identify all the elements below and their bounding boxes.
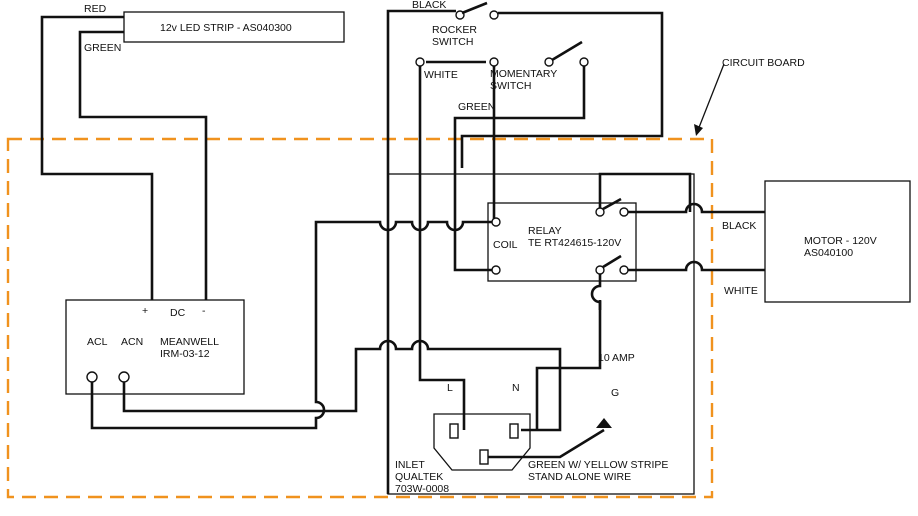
power-to-coil-wire [314,220,496,300]
relay-switch-arm-2 [602,254,622,269]
green-wire-relay [453,62,586,272]
acl-terminal [86,371,98,383]
label-green-mid: GREEN [458,101,495,113]
momentary-switch-lever [551,40,583,62]
pointer-arrow-icon [694,124,703,136]
label-black-motor: BLACK [722,220,756,232]
acn-terminal [118,371,130,383]
relay-coil-terminal-2 [491,265,501,275]
label-relay-1: RELAY [528,225,562,237]
label-n: N [512,382,520,394]
green-wire-led [78,30,208,300]
label-dc: DC [170,307,186,319]
label-ground-2: STAND ALONE WIRE [528,471,631,483]
relay-box [487,202,637,282]
inlet-pin-n [509,423,519,439]
relay-contact-4 [619,265,629,275]
label-ground-1: GREEN W/ YELLOW STRIPE [528,459,668,471]
momentary-terminal-white [415,57,425,67]
ground-symbol-icon [596,418,612,428]
label-acl: ACL [87,336,108,348]
relay-contact-2 [619,207,629,217]
label-rocker-1: ROCKER [432,24,477,36]
label-plus: + [142,305,148,317]
label-rocker-2: SWITCH [432,36,473,48]
label-motor-2: AS040100 [804,247,853,259]
fuse-hump [590,274,602,310]
acn-wire [122,339,562,432]
label-relay-2: TE RT424615-120V [528,237,621,249]
inlet-pin-g [479,449,489,465]
label-l: L [447,382,453,394]
rocker-feed-wire [386,9,456,174]
label-red: RED [84,3,107,15]
rocker-terminal-2 [489,10,499,20]
label-inlet-3: 703W-0008 [395,483,449,495]
line-wire [418,174,466,430]
white-motor-wire [628,260,765,272]
label-inlet-1: INLET [395,459,425,471]
label-meanwell-1: MEANWELL [160,336,219,348]
relay-contact-3 [595,265,605,275]
red-wire [40,15,154,300]
black-motor-wire [628,202,765,214]
label-led-strip: 12v LED STRIP - AS040300 [160,22,292,34]
momentary-terminal-2 [544,57,554,67]
inlet-socket [433,413,531,471]
label-white-switch: WHITE [424,69,458,81]
relay-coil-terminal-1 [491,217,501,227]
label-minus: - [202,305,206,317]
circuit-board-outline [6,137,714,499]
label-momentary-2: SWITCH [490,80,531,92]
momentary-terminal-3 [579,57,589,67]
led-strip-box [123,11,345,43]
label-green-top: GREEN [84,42,121,54]
label-inlet-2: QUALTEK [395,471,443,483]
label-momentary-1: MOMENTARY [490,68,557,80]
inlet-pin-l [449,423,459,439]
label-meanwell-2: IRM-03-12 [160,348,210,360]
relay-switch-arm-1 [602,197,622,211]
motor-box [764,180,911,303]
label-g: G [611,387,619,399]
label-circuit-board: CIRCUIT BOARD [722,57,805,69]
label-fuse: 10 AMP [598,352,635,364]
label-motor-1: MOTOR - 120V [804,235,877,247]
relay-feed-wire [598,172,692,212]
circuit-board-pointer [697,63,725,131]
relay-contact-1 [595,207,605,217]
label-white-motor: WHITE [724,285,758,297]
ground-wire [488,428,605,459]
label-coil: COIL [493,239,518,251]
momentary-terminal-1 [489,57,499,67]
label-acn: ACN [121,336,143,348]
rocker-switch-lever [461,1,488,15]
label-black-top: BLACK [412,0,446,11]
fuse-wire [535,300,602,430]
black-wire-top [460,11,664,168]
